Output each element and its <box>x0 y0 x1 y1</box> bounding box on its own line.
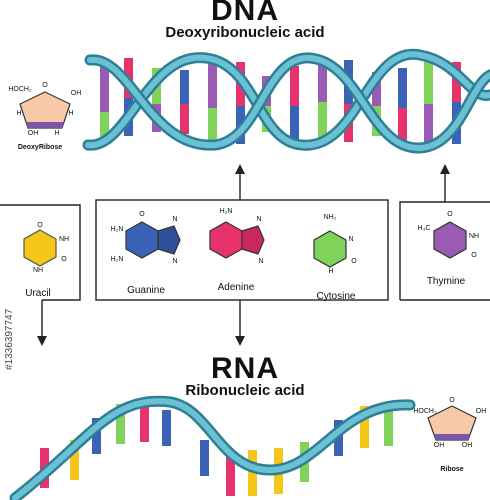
rna-title: RNA <box>211 352 279 385</box>
deoxyribose-label: DeoxyRibose <box>17 144 63 151</box>
ribose-hoch2: HOCH₂ <box>413 408 437 415</box>
rna-base <box>140 402 149 442</box>
dna-rung <box>100 62 109 112</box>
rna-base <box>248 450 257 496</box>
thymine-o-right: O <box>471 252 477 259</box>
deoxyribose-h-bottom: H <box>54 130 60 137</box>
deoxyribose-h: H <box>16 110 22 117</box>
dna-rung <box>290 66 299 106</box>
center-bases-box <box>95 199 389 301</box>
dna-rung <box>208 108 217 142</box>
dna-rung <box>208 60 217 108</box>
guanine-n: N <box>172 216 178 223</box>
guanine-ring-5 <box>157 225 181 255</box>
deoxyribose-oh-bottom: OH <box>27 130 39 137</box>
rna-base <box>162 410 171 446</box>
ribose-o: O <box>449 397 455 404</box>
uracil-nh: NH <box>58 236 70 243</box>
dna-rung <box>372 72 381 106</box>
cytosine-ring <box>313 230 347 268</box>
deoxyribose-o: O <box>42 82 48 89</box>
guanine-ring-6 <box>125 221 159 259</box>
dna-title: DNA <box>211 0 279 27</box>
adenine-n-bottom: N <box>258 258 264 265</box>
guanine-molecule <box>125 221 181 259</box>
deoxyribose-h: H <box>68 110 74 117</box>
dna-rung <box>318 58 327 102</box>
rna-base <box>92 418 101 454</box>
dna-rung <box>100 112 109 144</box>
thymine-h3c: H₃C <box>417 225 431 232</box>
ribose-oh-bottom-right: OH <box>461 442 473 449</box>
rna-strand <box>9 395 416 500</box>
deoxyribose-structure <box>19 91 71 129</box>
ribose-oh-bottom-left: OH <box>433 442 445 449</box>
deoxyribose-oh: OH <box>70 90 82 97</box>
dna-strand-back-highlight <box>85 51 490 149</box>
adenine-ring-5 <box>241 225 265 255</box>
dna-rung <box>398 108 407 140</box>
adenine-n: N <box>256 216 262 223</box>
rna-base <box>384 404 393 446</box>
cytosine-h: H <box>328 268 334 275</box>
arrowhead-up-icon <box>235 164 245 174</box>
dna-rung <box>398 68 407 108</box>
adenine-h2n: H₂N <box>219 208 233 215</box>
guanine-o: O <box>139 211 145 218</box>
guanine-h2n-bottom: H₂N <box>110 256 124 263</box>
adenine-label: Adenine <box>217 282 255 293</box>
dna-rung <box>424 104 433 144</box>
watermark-id: #1336397747 <box>4 308 15 370</box>
dna-rung <box>180 104 189 134</box>
ribose-label: Ribose <box>440 466 464 473</box>
dna-rung <box>318 102 327 144</box>
guanine-n-bottom: N <box>172 258 178 265</box>
connectors <box>0 172 490 338</box>
uracil-o-right: O <box>61 256 67 263</box>
uracil-ring <box>23 229 57 267</box>
dna-subtitle: Deoxyribonucleic acid <box>165 24 325 41</box>
adenine-ring-6 <box>209 221 243 259</box>
cytosine-nh2: NH₂ <box>323 214 337 221</box>
cytosine-n: N <box>348 236 354 243</box>
uracil-o-top: O <box>37 222 43 229</box>
rna-bases <box>40 402 393 496</box>
uracil-nh-bottom: NH <box>32 267 44 274</box>
arrowhead-up-icon <box>440 164 450 174</box>
dna-rung <box>290 106 299 140</box>
thymine-label: Thymine <box>426 276 466 287</box>
arrowheads <box>37 164 450 346</box>
cytosine-label: Cytosine <box>316 291 356 302</box>
dna-rung <box>424 60 433 104</box>
rna-backbone-highlight <box>12 398 413 500</box>
thymine-o-top: O <box>447 211 453 218</box>
rna-base <box>360 406 369 448</box>
dna-helix <box>82 48 490 154</box>
deoxyribose-bottom-edge <box>26 122 64 128</box>
thymine-nh: NH <box>468 233 480 240</box>
guanine-h2n: H₂N <box>110 226 124 233</box>
thymine-ring <box>433 221 467 259</box>
adenine-molecule <box>209 221 265 259</box>
uracil-label: Uracil <box>25 288 51 299</box>
cytosine-o: O <box>351 258 357 265</box>
thymine-box <box>399 201 490 300</box>
rna-base <box>200 440 209 476</box>
deoxyribose-hoch2: HOCH₂ <box>8 86 32 93</box>
ribose-oh: OH <box>475 408 487 415</box>
rna-subtitle: Ribonucleic acid <box>185 382 305 399</box>
rna-base <box>70 440 79 480</box>
guanine-label: Guanine <box>127 285 165 296</box>
rna-base <box>226 452 235 496</box>
dna-rung <box>180 70 189 104</box>
arrowhead-down-icon <box>235 336 245 346</box>
arrowhead-down-icon <box>37 336 47 346</box>
rna-base <box>116 404 125 444</box>
ribose-structure <box>427 405 477 441</box>
uracil-box <box>0 204 81 301</box>
dna-strand-front-highlight <box>87 54 490 152</box>
dna-rung <box>452 62 461 102</box>
ribose-bottom-edge <box>434 434 470 440</box>
